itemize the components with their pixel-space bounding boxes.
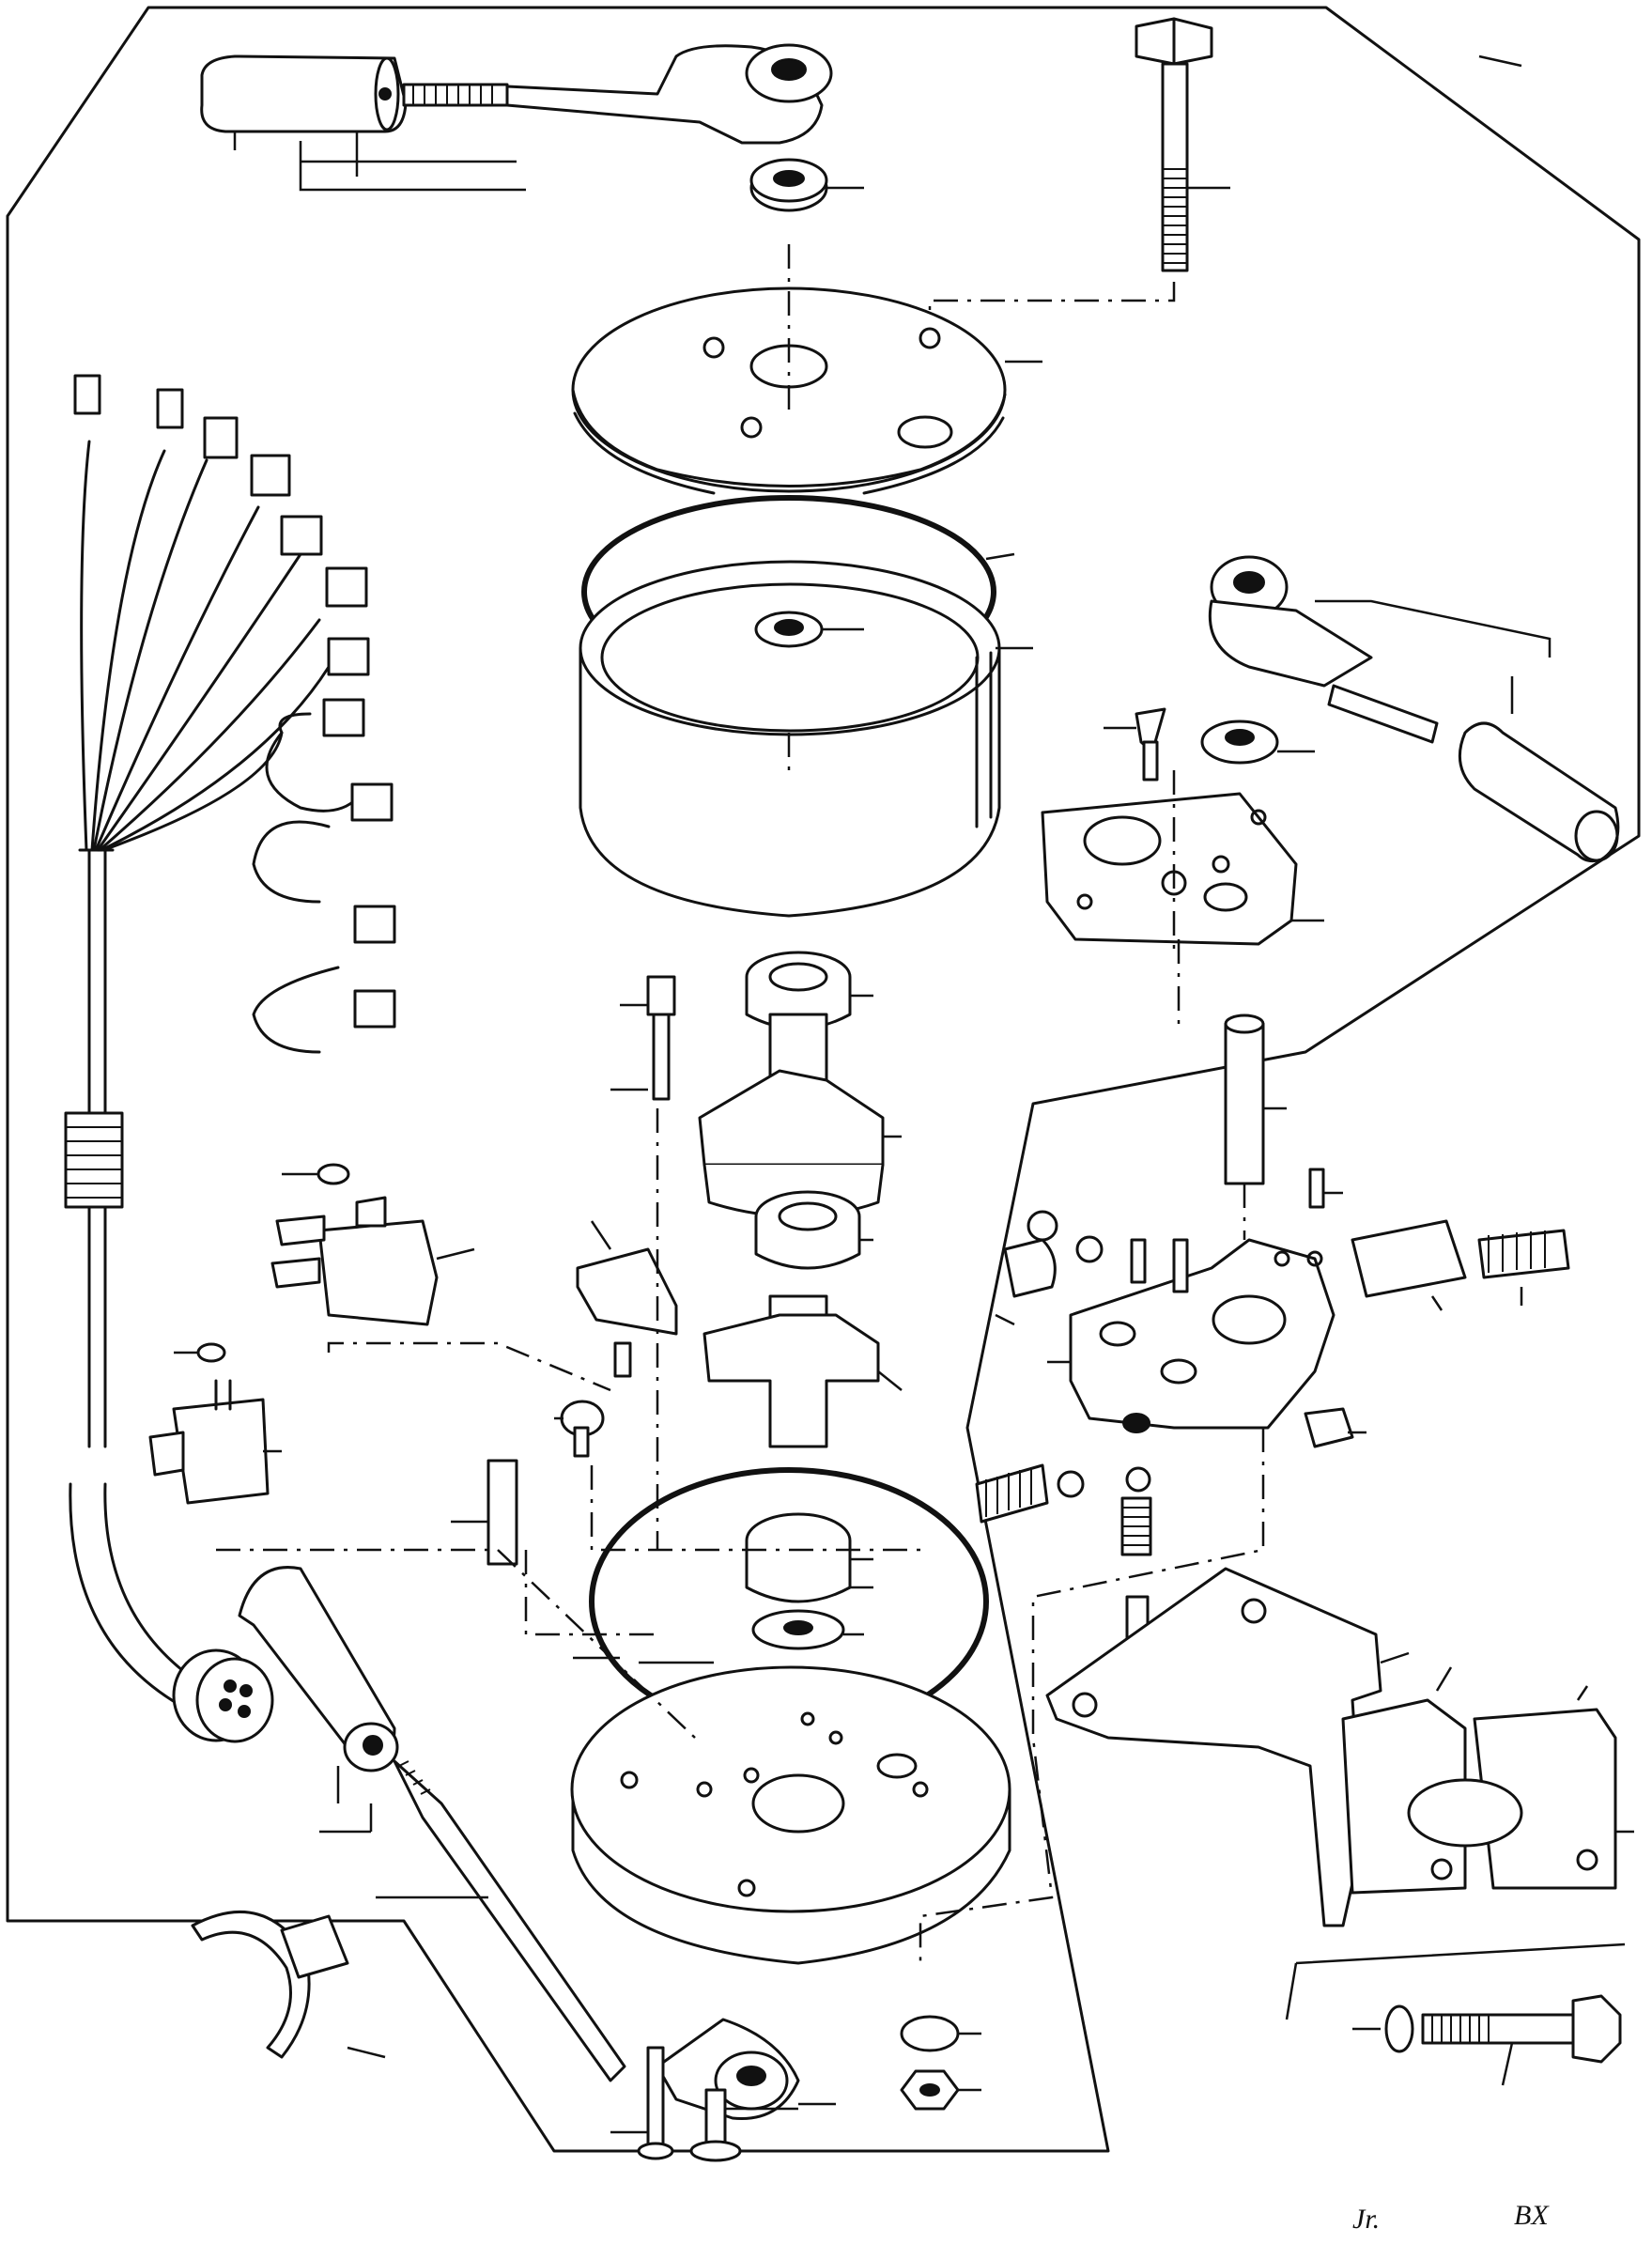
pin-and-spring-pins xyxy=(451,1341,632,1566)
right-dashed-lines xyxy=(919,939,1265,1963)
corner-mark-left: Jr. xyxy=(1352,2204,1381,2235)
cable-tie-strap xyxy=(191,1911,386,2059)
micro-switch-lower xyxy=(148,1342,282,1505)
long-hex-bolt xyxy=(928,17,1522,338)
micro-switch-upper xyxy=(270,1163,475,1326)
upper-lever-handle xyxy=(200,43,833,192)
middle-bearing xyxy=(754,1190,873,1270)
cable-gland xyxy=(64,1111,124,1209)
right-mount-plate xyxy=(1041,707,1324,958)
split-clamp-blocks xyxy=(1341,1666,1634,1895)
lower-bearing-stack xyxy=(745,1512,873,1650)
cam-block xyxy=(576,1220,678,1336)
valve-body xyxy=(1047,1168,1343,1433)
lower-lever-handle xyxy=(238,1566,836,2120)
upper-cam-gear xyxy=(698,1013,902,1218)
socket-cap-screw xyxy=(610,975,676,1101)
base-plate xyxy=(570,1665,1011,1965)
top-cover-plate xyxy=(571,244,1042,495)
assembly-dashed-lines xyxy=(216,1108,920,1739)
clamp-bolt-washer xyxy=(1285,1942,1626,2086)
round-plug-connector xyxy=(172,1648,274,1743)
upper-washer xyxy=(749,158,864,212)
lock-washer-hex-nut xyxy=(900,2015,981,2111)
housing-drum xyxy=(579,560,1033,918)
bottom-screws xyxy=(610,2046,798,2162)
right-lever-handle xyxy=(1208,555,1620,863)
mounting-bracket xyxy=(1045,1567,1410,1927)
wire-harness xyxy=(64,374,396,1743)
corner-mark-right: BX xyxy=(1514,2200,1549,2231)
detent-balls-and-springs xyxy=(975,1210,1570,1641)
connector-terminals xyxy=(73,374,396,1029)
lower-cam-gear xyxy=(702,1294,903,1448)
right-shaft xyxy=(1224,1014,1287,1185)
boundary-frame xyxy=(6,6,1641,2153)
